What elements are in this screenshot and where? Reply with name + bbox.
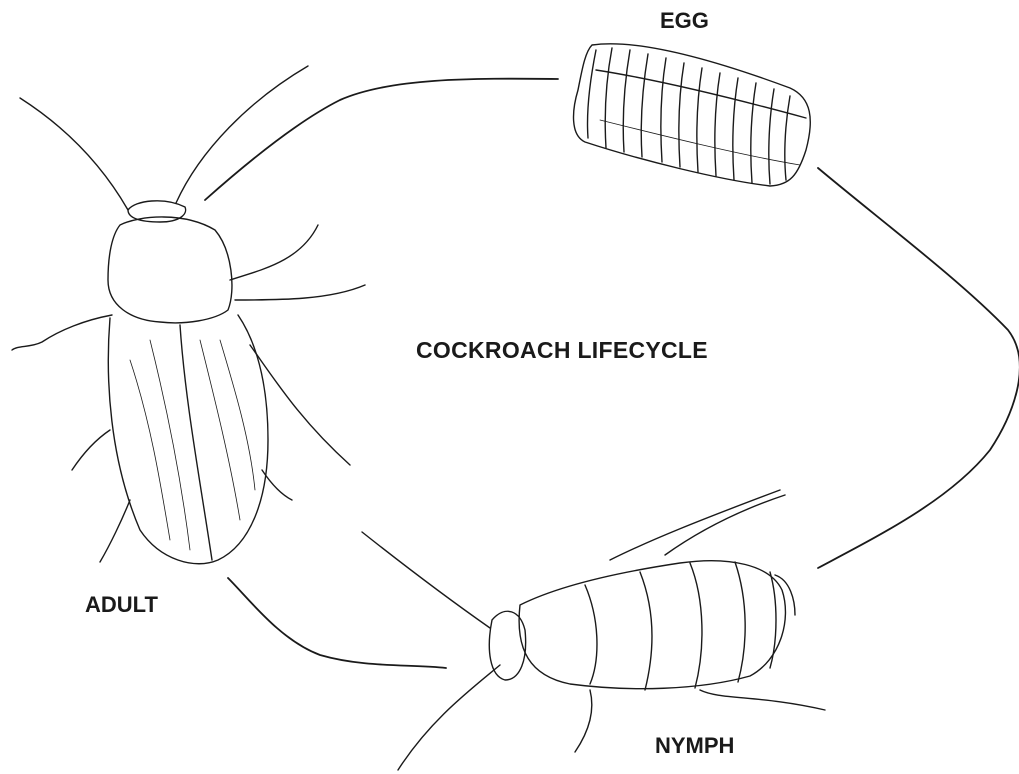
diagram-title: COCKROACH LIFECYCLE: [416, 337, 708, 364]
stage-label-nymph: NYMPH: [655, 733, 734, 759]
connector-egg-to-nymph: [818, 168, 1019, 568]
nymph-illustration: [362, 490, 825, 770]
stage-label-adult: ADULT: [85, 592, 158, 618]
connector-nymph-to-adult: [228, 578, 446, 668]
egg-illustration: [574, 44, 811, 186]
adult-illustration: [12, 66, 365, 564]
stage-label-egg: EGG: [660, 8, 709, 34]
connector-adult-to-egg: [205, 79, 558, 200]
